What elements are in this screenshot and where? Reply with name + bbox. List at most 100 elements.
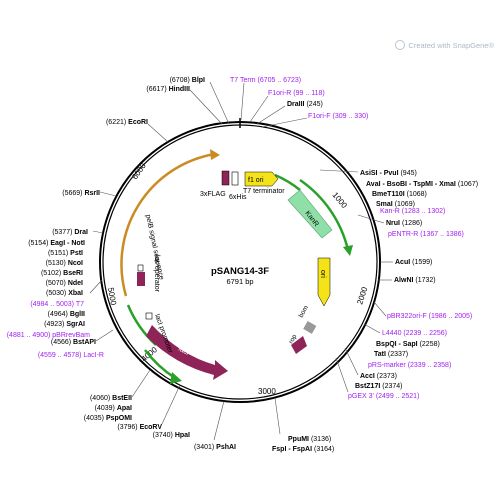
- primer-t7term-range: (6705 .. 6723): [258, 77, 302, 84]
- primer-l4440-range: (2239 .. 2256): [403, 330, 447, 337]
- site-ecori-name: EcoRI: [128, 119, 148, 126]
- site-drai: (5377) DraI: [52, 229, 88, 236]
- ori-label: ori: [319, 270, 326, 278]
- site-ncoi: (5130) NcoI: [46, 260, 83, 267]
- site-bmet110i-pos: (1068): [407, 191, 427, 198]
- leader-line-drai: [92, 230, 104, 234]
- site-bseri-pos: (5102): [41, 270, 61, 277]
- site-eagi-noti-name: EagI - NotI: [50, 240, 85, 247]
- primer-f1ori-f-range: (309 .. 330): [333, 113, 369, 120]
- tick-label-5000: 5000: [106, 287, 118, 307]
- leader-line-bstapi: [95, 329, 114, 342]
- site-smai-pos: (1069): [395, 201, 415, 208]
- bom-feature: [303, 321, 317, 334]
- primer-t7term: T7 Term (6705 .. 6723): [230, 77, 301, 84]
- site-bseri-name: BseRI: [63, 270, 83, 277]
- site-acui: AcuI (1599): [395, 259, 432, 266]
- right-site-labels: DraIII (245) AsiSI - PvuI (945) AvaI - B…: [272, 101, 478, 453]
- site-psti-pos: (5151): [48, 250, 68, 257]
- site-ecori: (6221) EcoRI: [106, 119, 148, 126]
- plasmid-name: pSANG14-3F: [211, 266, 269, 277]
- site-bstz17i-name: BstZ17I: [355, 383, 380, 390]
- primer-f1ori-f: F1ori-F (309 .. 330): [308, 113, 368, 120]
- site-hindiii: (6617) HindIII: [146, 86, 190, 93]
- kanr-feature: [287, 189, 333, 239]
- flag-label: 3xFLAG: [200, 191, 226, 198]
- site-avai-pos: (1067): [458, 181, 478, 188]
- site-fspi-fspai: FspI - FspAI (3164): [272, 446, 334, 453]
- site-acui-name: AcuI: [395, 259, 410, 266]
- site-rsrii: (5669) RsrII: [62, 190, 100, 197]
- site-alwni-name: AlwNI: [394, 277, 414, 284]
- site-pspomi-pos: (4035): [84, 415, 104, 422]
- primer-f1ori-r-range: (99 .. 118): [293, 90, 324, 97]
- site-asisi-pvui-pos: (945): [400, 170, 416, 177]
- site-ppumi-name: PpuMI: [288, 436, 309, 443]
- site-bstz17i-pos: (2374): [382, 383, 402, 390]
- leader-line-bsteii: [131, 369, 151, 398]
- site-bstapi-name: BstAPI: [73, 339, 96, 346]
- f1-ori-feature: [244, 171, 279, 187]
- tick-label-3000: 3000: [258, 387, 276, 396]
- leader-line-draiii: [256, 105, 286, 125]
- leader-line-hindiii: [189, 89, 223, 125]
- site-ndei-name: NdeI: [68, 280, 83, 287]
- site-tati-name: TatI: [374, 351, 386, 358]
- site-avai-name: AvaI - BsoBI - TspMI - XmaI: [366, 181, 456, 188]
- site-tati-pos: (2337): [388, 351, 408, 358]
- site-bsteii: (4060) BstEII: [90, 395, 132, 402]
- site-ecori-pos: (6221): [106, 119, 126, 126]
- primer-pbr322ori-f: pBR322ori-F (1986 .. 2005): [387, 313, 472, 320]
- site-sgrai: (4923) SgrAI: [44, 321, 85, 328]
- site-ncoi-name: NcoI: [68, 260, 83, 267]
- site-bstapi: (4566) BstAPI: [51, 339, 96, 346]
- site-bstz17i: BstZ17I (2374): [355, 383, 402, 390]
- primer-t7-range: (4984 .. 5003): [30, 301, 74, 308]
- leader-line-rsrii: [99, 191, 117, 197]
- tick-label-2000: 2000: [355, 285, 369, 305]
- site-drai-pos: (5377): [52, 229, 72, 236]
- primer-kan-r-range: (1283 .. 1302): [402, 208, 446, 215]
- site-alwni: AlwNI (1732): [394, 277, 436, 284]
- site-acci-pos: (2373): [377, 373, 397, 380]
- site-bstapi-pos: (4566): [51, 339, 71, 346]
- site-hindiii-name: HindIII: [169, 86, 190, 93]
- site-apai-pos: (4039): [95, 405, 115, 412]
- site-bmet110i: BmeT110I (1068): [372, 191, 427, 198]
- site-blpi-pos: (6708): [170, 77, 190, 84]
- laci-region-arrowhead: [170, 372, 182, 384]
- site-rsrii-name: RsrII: [84, 190, 100, 197]
- site-bsteii-pos: (4060): [90, 395, 110, 402]
- site-fspi-fspai-pos: (3164): [314, 446, 334, 453]
- left-site-labels: (6708) BlpI (6617) HindIII (6221) EcoRI …: [28, 77, 236, 451]
- leader-line-t7term: [240, 82, 245, 121]
- site-eagi-noti: (5154) EagI - NotI: [28, 240, 85, 247]
- leader-line-l4440: [363, 323, 381, 334]
- site-nrui-name: NruI: [386, 220, 400, 227]
- site-hpai-pos: (3740): [153, 432, 173, 439]
- primer-pentr-r-name: pENTR-R: [388, 231, 418, 238]
- primer-prs-marker-range: (2339 .. 2358): [408, 362, 452, 369]
- site-blpi: (6708) BlpI: [170, 77, 205, 84]
- site-hpai: (3740) HpaI: [153, 432, 190, 439]
- site-draiii-name: DraIII: [287, 101, 305, 108]
- leader-line-f1ori-f: [261, 117, 308, 128]
- plasmid-size: 6791 bp: [226, 277, 253, 286]
- primer-f1ori-r-name: F1ori-R: [268, 90, 291, 97]
- site-nrui: NruI (1286): [386, 220, 422, 227]
- primer-f1ori-r: F1ori-R (99 .. 118): [268, 90, 325, 97]
- site-ecorv-name: EcoRV: [140, 424, 163, 431]
- primer-l4440-name: L4440: [382, 330, 402, 337]
- ori-feature: [317, 257, 331, 307]
- site-bspqi-sapi: BspQI - SapI (2258): [376, 341, 440, 348]
- site-avai: AvaI - BsoBI - TspMI - XmaI (1067): [366, 181, 478, 188]
- laci-promoter-feature: [145, 312, 153, 320]
- site-xbai-pos: (5030): [46, 290, 66, 297]
- site-acui-pos: (1599): [412, 259, 432, 266]
- tick-label-6000: 6000: [130, 161, 148, 181]
- primer-pbr322ori-f-name: pBR322ori-F: [387, 313, 427, 320]
- leader-lines: [89, 81, 393, 441]
- primer-l4440: L4440 (2239 .. 2256): [382, 330, 447, 337]
- leader-line-pbr322: [373, 301, 387, 317]
- site-drai-name: DraI: [74, 229, 88, 236]
